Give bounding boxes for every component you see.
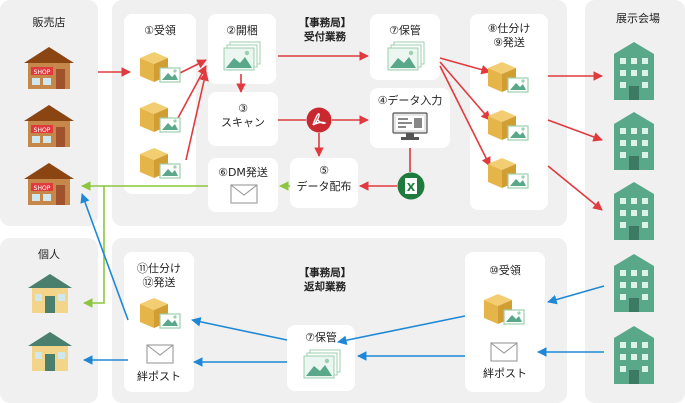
step-store-label: ⑦保管: [389, 24, 421, 37]
envelope-icon: [230, 184, 258, 204]
individual-zone-title: 個人: [38, 248, 60, 261]
step-sort-label: ⑧仕分け: [487, 22, 531, 35]
photo-stack-icon: [387, 41, 425, 71]
shop-sign-text: SHOP: [34, 127, 51, 134]
step-return-ship-label: ⑫発送: [142, 276, 176, 289]
package-photo-icon: [488, 110, 529, 141]
step-data-entry-label: ④データ入力: [377, 94, 443, 107]
package-photo-icon: [140, 102, 181, 133]
return-section-title-2: 返却業務: [304, 281, 346, 293]
step-distribute-label: データ配布: [296, 180, 352, 193]
step-return-sort-label: ⑪仕分け: [137, 262, 181, 275]
kizuna-post-label-left: 絆ポスト: [137, 370, 181, 383]
package-photo-icon: [488, 158, 529, 189]
step-scan-label: スキャン: [221, 116, 265, 129]
envelope-icon: [490, 342, 518, 362]
step-open-label: ②開梱: [226, 24, 258, 37]
photo-stack-icon: [223, 41, 261, 71]
shop-icon: SHOP: [24, 105, 74, 147]
house-icon: [28, 274, 72, 313]
building-icon: [614, 42, 654, 100]
venue-zone-title: 展示会場: [616, 12, 660, 25]
step-return-receive-label: ⑩受領: [489, 264, 521, 277]
step-distribute-num: ⑤: [319, 164, 329, 177]
package-photo-icon: [140, 148, 181, 179]
building-icon: [614, 254, 654, 312]
building-icon: [614, 112, 654, 170]
distribute-card: [290, 158, 358, 208]
excel-icon: X: [397, 172, 425, 200]
package-photo-icon: [484, 294, 525, 325]
scan-card: [208, 92, 278, 146]
pdf-icon: [306, 107, 332, 133]
individual-zone-panel: [0, 238, 98, 403]
step-dm-send-label: ⑥DM発送: [218, 166, 268, 179]
package-photo-icon: [140, 52, 181, 83]
step-return-store-label: ⑦保管: [305, 331, 337, 344]
excel-letter: X: [407, 181, 416, 194]
envelope-icon: [146, 344, 174, 364]
shop-zone-title: 販売店: [32, 16, 66, 29]
shop-icon: SHOP: [24, 163, 74, 205]
shop-icon: SHOP: [24, 47, 74, 89]
step-scan-num: ③: [238, 102, 248, 115]
package-photo-icon: [488, 62, 529, 93]
kizuna-post-label-right: 絆ポスト: [483, 367, 527, 380]
reception-section-title-1: 【事務局】: [298, 17, 352, 29]
package-photo-icon: [140, 298, 181, 329]
step-ship-label: ⑨発送: [493, 36, 525, 49]
return-section-title-1: 【事務局】: [298, 267, 352, 279]
computer-icon: [392, 112, 428, 140]
step-receive-label: ①受領: [144, 24, 176, 37]
building-icon: [614, 182, 654, 240]
shop-sign-text: SHOP: [34, 69, 51, 76]
house-icon: [28, 332, 72, 371]
photo-stack-icon: [303, 349, 341, 379]
shop-sign-text: SHOP: [34, 185, 51, 192]
reception-section-title-2: 受付業務: [304, 31, 346, 43]
building-icon: [614, 326, 654, 384]
